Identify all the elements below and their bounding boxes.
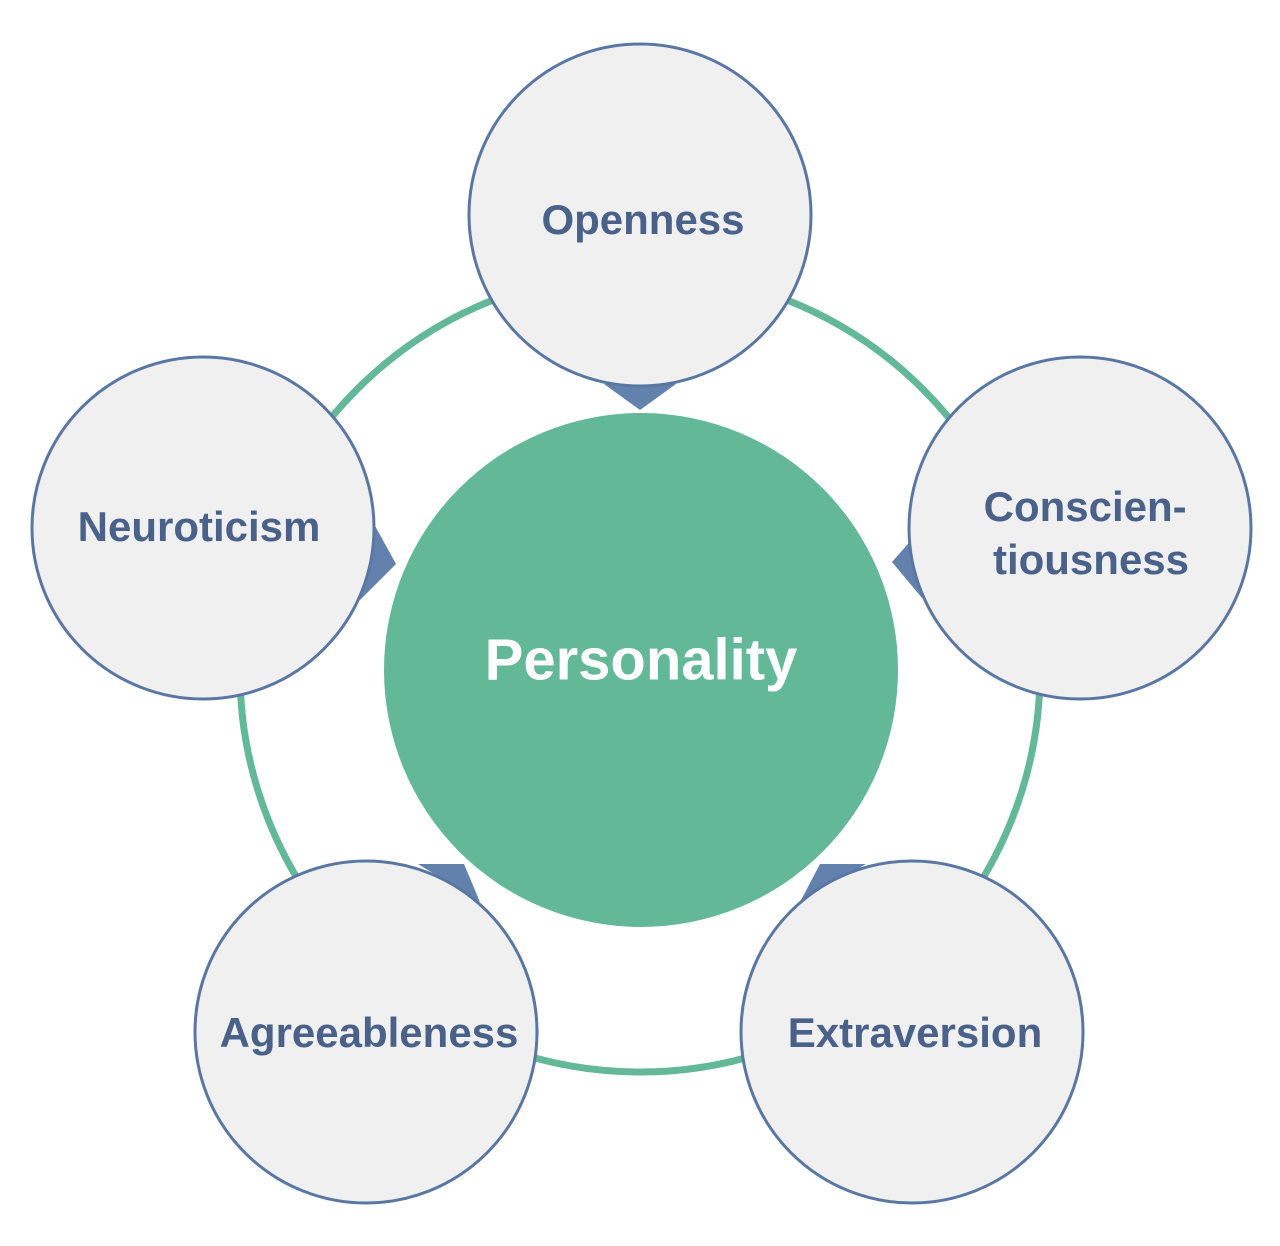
trait-label-neuroticism: Neuroticism — [78, 503, 321, 550]
trait-node-openness: Openness — [467, 42, 813, 388]
trait-circle — [739, 859, 1085, 1205]
trait-circle — [30, 355, 376, 701]
trait-node-neuroticism: Neuroticism — [30, 355, 376, 701]
trait-circle — [193, 859, 539, 1205]
trait-label-line: Openness — [541, 196, 744, 243]
trait-node-agreeableness: Agreeableness — [193, 859, 539, 1205]
trait-label-extraversion: Extraversion — [788, 1009, 1042, 1056]
trait-label-agreeableness: Agreeableness — [220, 1009, 519, 1056]
trait-label-line: Agreeableness — [220, 1009, 519, 1056]
trait-circle — [467, 42, 813, 388]
trait-label-openness: Openness — [541, 196, 744, 243]
trait-label-conscientiousness: Conscien- tiousness — [984, 483, 1199, 583]
trait-label-line: tiousness — [993, 536, 1189, 583]
trait-label-line: Extraversion — [788, 1009, 1042, 1056]
center-label: Personality — [485, 627, 798, 692]
pointer-neuroticism — [360, 524, 396, 600]
trait-label-line: Conscien- — [984, 483, 1187, 530]
trait-node-conscientiousness: Conscien- tiousness — [907, 355, 1253, 701]
center-circle — [384, 413, 898, 927]
pointer-openness — [604, 384, 676, 410]
trait-node-extraversion: Extraversion — [739, 859, 1085, 1205]
trait-circle — [907, 355, 1253, 701]
trait-label-line: Neuroticism — [78, 503, 321, 550]
